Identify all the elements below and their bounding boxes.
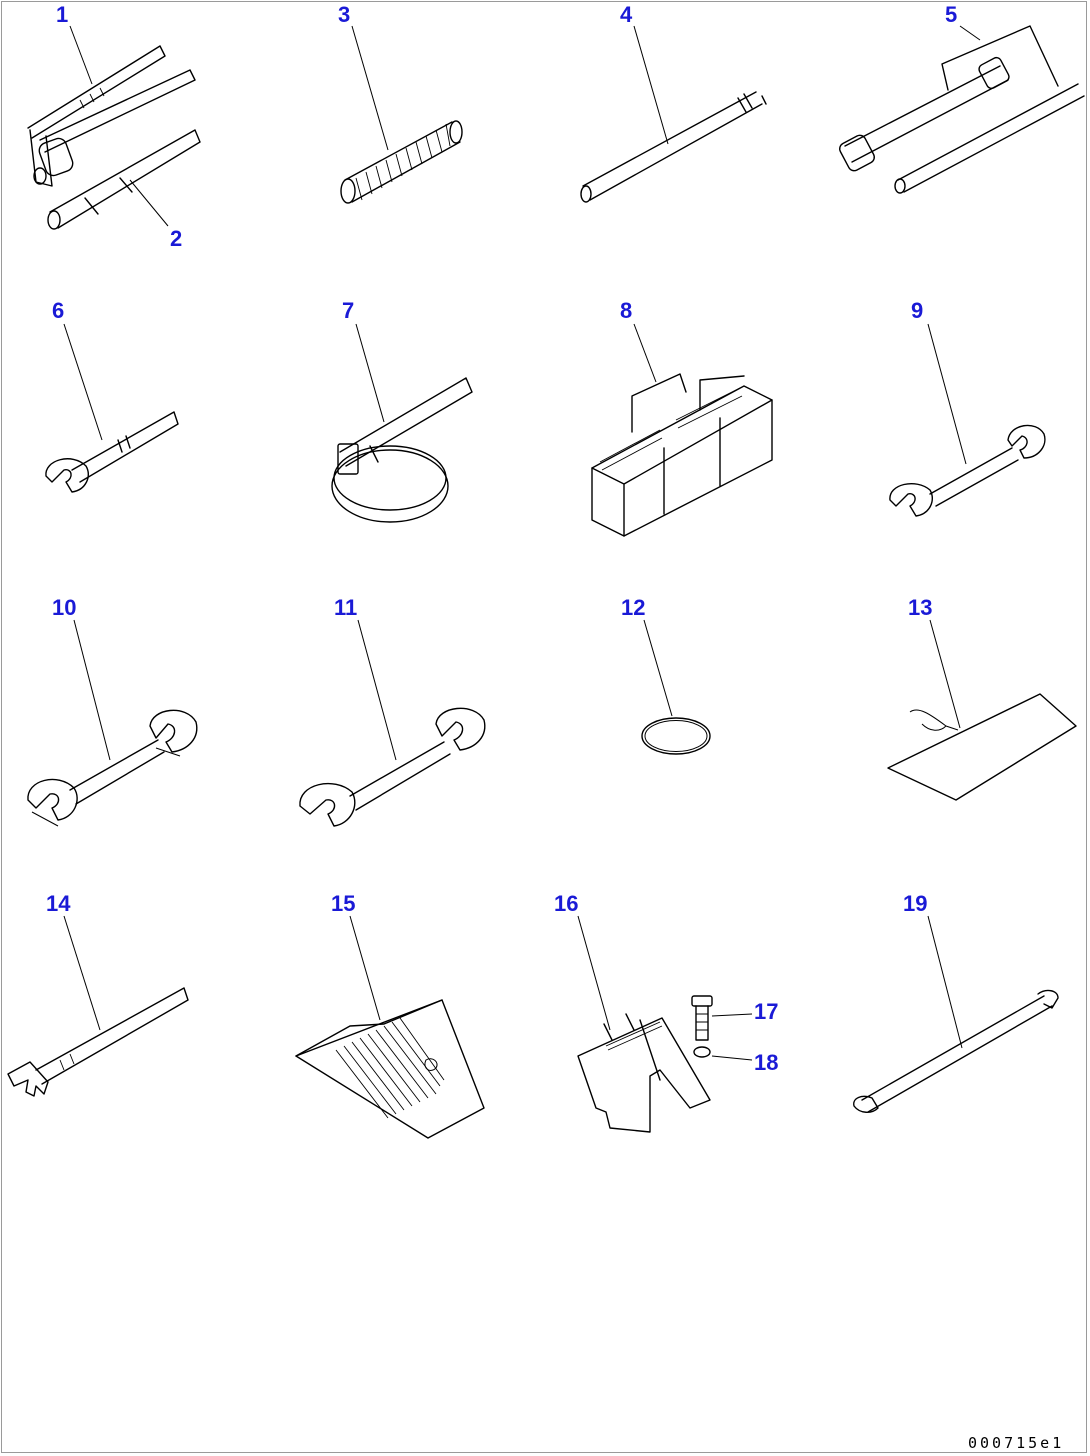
callout-18: 18 [754,1050,778,1075]
callout-2: 2 [170,226,182,251]
callout-1: 1 [56,2,68,27]
part-14-long-handle-wrench [7,987,189,1097]
part-16-bracket [577,1013,711,1133]
leader-5 [959,25,981,41]
part-17-bolt [691,995,713,1041]
part-7-filter-strap-wrench [331,377,473,523]
part-9-double-wrench [889,424,1046,517]
part-19-bar [853,989,1059,1113]
part-18-washer [693,1046,711,1058]
part-3-coil-spring [340,120,463,204]
part-10-double-open-end-wrench [27,709,198,827]
leader-14 [63,915,101,1031]
leader-11 [357,619,397,761]
callout-3: 3 [338,2,350,27]
part-11-double-open-end-wrench [299,707,486,827]
callout-15: 15 [331,891,355,916]
leader-1 [69,25,93,85]
callout-5: 5 [945,2,957,27]
leader-6 [63,323,103,441]
leader-9 [927,323,967,465]
leader-4 [633,25,669,145]
callout-12: 12 [621,595,645,620]
leader-15 [349,915,381,1021]
part-13-plate [887,693,1077,801]
part-12-o-ring [641,717,711,755]
drawing-number: 000715e1 [968,1434,1064,1452]
callout-14: 14 [46,891,71,916]
part-15-wheel-chock [295,999,485,1139]
callout-4: 4 [620,2,633,27]
callout-6: 6 [52,298,64,323]
callout-16: 16 [554,891,578,916]
leader-18 [711,1055,753,1061]
leader-12 [643,619,673,717]
part-6-open-end-wrench-small [45,411,179,493]
callout-10: 10 [52,595,76,620]
part-8-tool-bag [591,373,773,537]
leader-19 [927,915,963,1049]
callout-9: 9 [911,298,923,323]
leader-17 [711,1013,753,1017]
part-1-socket-tool-set [27,45,196,187]
part-5-socket-wrench-with-bar [839,25,1085,194]
callout-13: 13 [908,595,932,620]
leader-2 [129,179,169,227]
leader-13 [929,619,961,729]
leader-8 [633,323,657,383]
callout-17: 17 [754,999,778,1024]
leader-16 [577,915,611,1031]
part-2-extension-bar [47,129,201,230]
callout-8: 8 [620,298,632,323]
leader-3 [351,25,389,151]
callout-19: 19 [903,891,927,916]
leader-7 [355,323,385,423]
callout-7: 7 [342,298,354,323]
part-4-rod [580,91,767,203]
leader-10 [73,619,111,761]
callout-11: 11 [334,595,357,620]
